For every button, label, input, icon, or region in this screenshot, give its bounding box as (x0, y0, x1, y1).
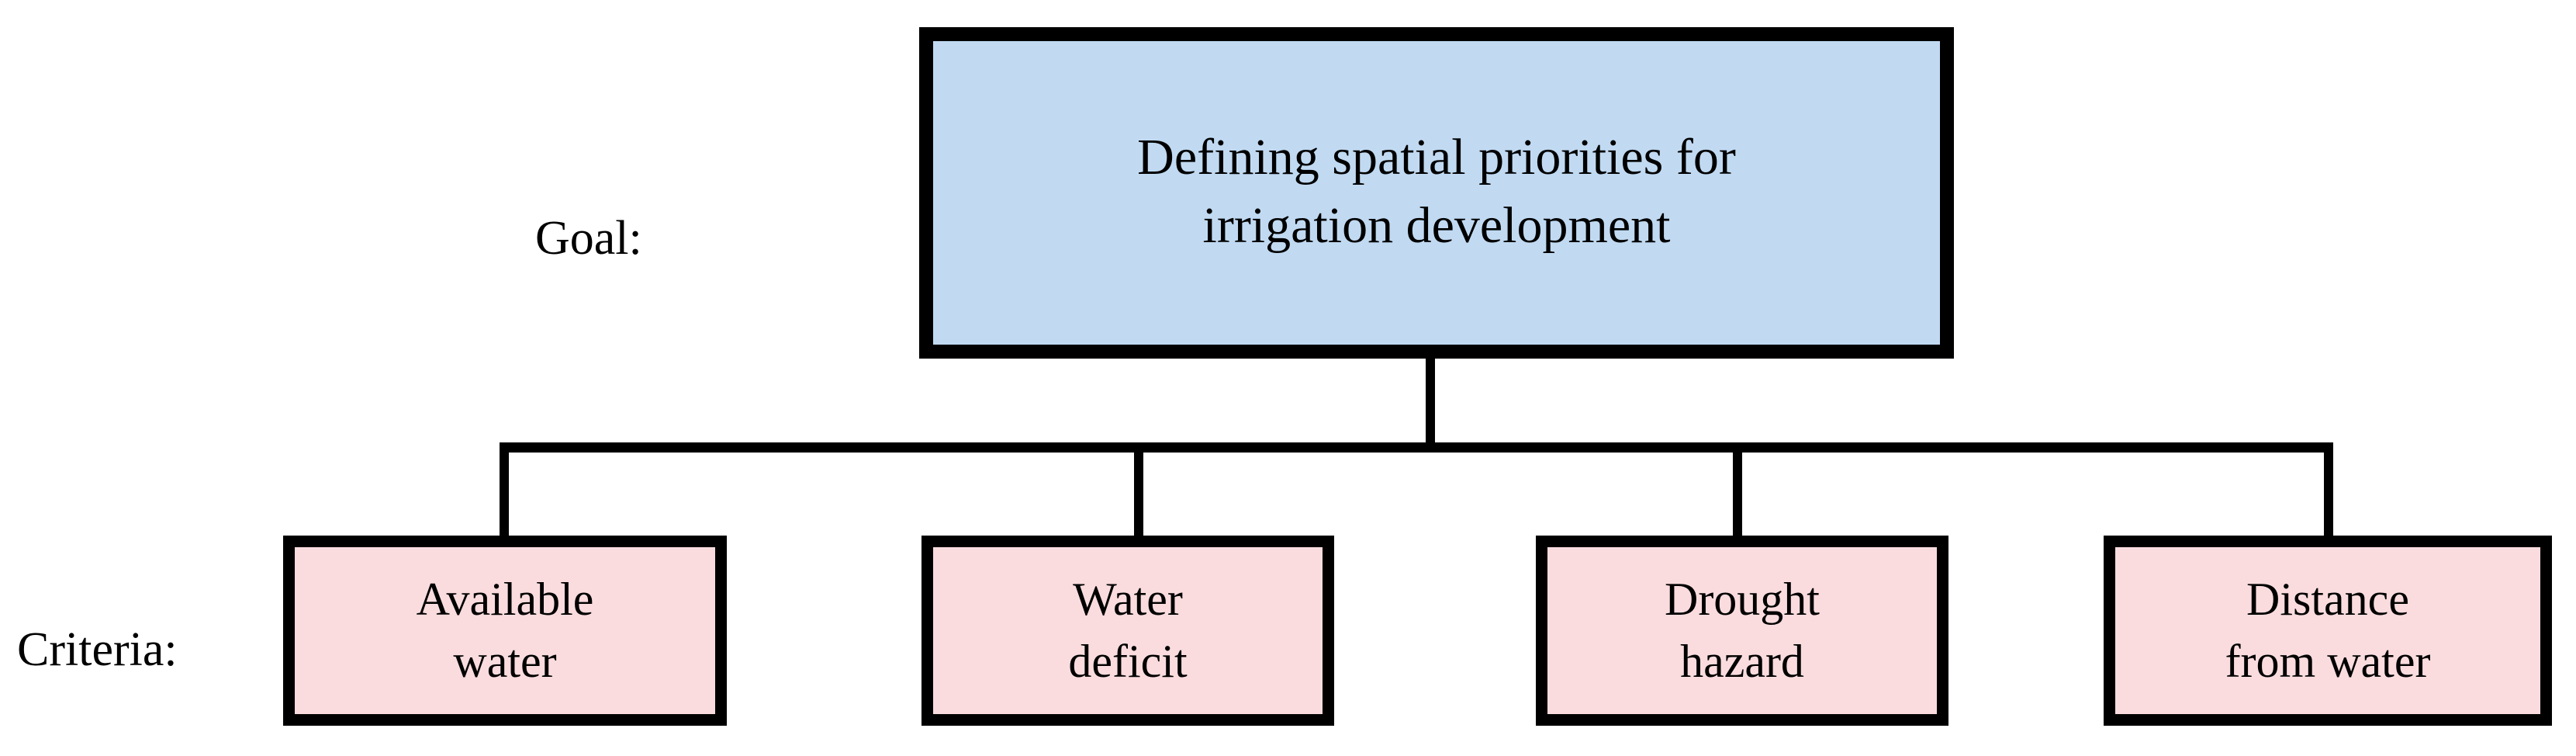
connector-drop-water-deficit (1134, 442, 1143, 539)
criteria-node-label: Distance from water (2225, 574, 2431, 687)
connector-drop-available-water (500, 442, 509, 539)
goal-row-label: Goal: (535, 212, 642, 265)
criteria-row-label: Criteria: (17, 623, 178, 676)
goal-node-label: Defining spatial priorities for irrigati… (1137, 129, 1736, 254)
criteria-node-label: Available water (416, 574, 594, 687)
criteria-node-distance-from-water[interactable]: Distance from water (2104, 536, 2552, 726)
connector-horizontal-bus (500, 442, 2333, 453)
criteria-node-available-water[interactable]: Available water (283, 536, 727, 726)
criteria-node-water-deficit[interactable]: Water deficit (921, 536, 1334, 726)
criteria-node-label: Water deficit (1068, 574, 1188, 687)
connector-drop-drought-hazard (1733, 442, 1742, 539)
connector-drop-distance-from-water (2324, 442, 2333, 539)
goal-node[interactable]: Defining spatial priorities for irrigati… (919, 27, 1954, 359)
criteria-node-label: Drought hazard (1665, 574, 1820, 687)
connector-goal-stem (1426, 357, 1435, 445)
criteria-node-drought-hazard[interactable]: Drought hazard (1536, 536, 1948, 726)
